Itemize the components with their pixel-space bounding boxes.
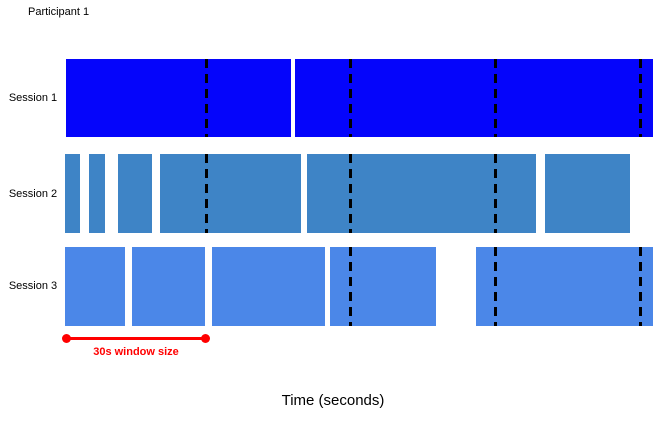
- window-boundary-dashed-line: [638, 59, 642, 137]
- window-boundary-dashed-line: [204, 154, 208, 233]
- window-boundary-dashed-line: [638, 247, 642, 326]
- track-label-3: Session 3: [8, 280, 58, 292]
- window-boundary-dashed-line: [348, 154, 352, 233]
- track-label-2: Session 2: [8, 188, 58, 200]
- window-boundary-dashed-line: [493, 154, 497, 233]
- window-boundary-dashed-line: [493, 247, 497, 326]
- activity-bar: [66, 59, 291, 137]
- arrow-left-cap-icon: [62, 334, 71, 343]
- arrow-right-cap-icon: [201, 334, 210, 343]
- window-arrow-line: [66, 337, 205, 340]
- x-axis-label: Time (seconds): [281, 392, 385, 409]
- activity-bar: [212, 247, 325, 326]
- activity-bar: [330, 247, 436, 326]
- activity-bar: [307, 154, 536, 233]
- track-row-3: [0, 247, 666, 326]
- track-label-1: Session 1: [8, 92, 58, 104]
- activity-bar: [160, 154, 301, 233]
- window-boundary-dashed-line: [204, 59, 208, 137]
- activity-bar: [65, 247, 125, 326]
- activity-bar: [132, 247, 205, 326]
- activity-bar: [89, 154, 105, 233]
- activity-bar: [295, 59, 653, 137]
- track-row-1: [0, 59, 666, 137]
- track-row-2: [0, 154, 666, 233]
- window-boundary-dashed-line: [348, 247, 352, 326]
- window-boundary-dashed-line: [493, 59, 497, 137]
- window-boundary-dashed-line: [348, 59, 352, 137]
- activity-bar: [545, 154, 630, 233]
- activity-bar: [65, 154, 80, 233]
- window-annotation-text: 30s window size: [93, 346, 179, 358]
- figure-title: Participant 1: [28, 6, 90, 18]
- activity-bar: [118, 154, 152, 233]
- activity-bar: [476, 247, 653, 326]
